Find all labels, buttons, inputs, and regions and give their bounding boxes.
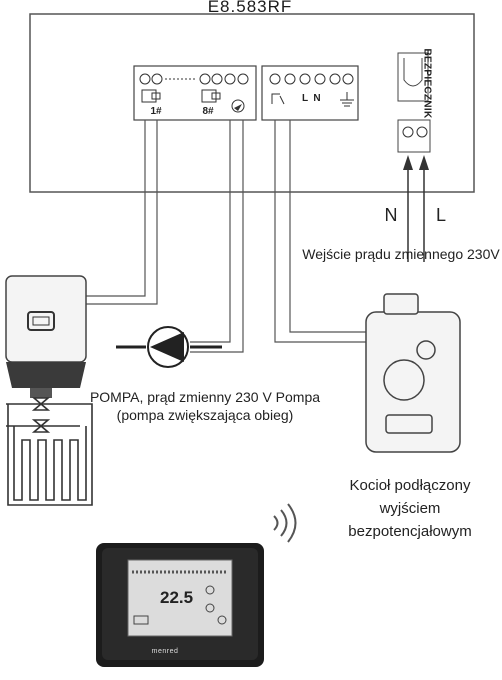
zone-terminal-block	[133, 65, 257, 121]
wireless-signal-icon	[273, 503, 297, 543]
boiler-icon	[365, 293, 461, 453]
zone-last-label: 8#	[202, 106, 214, 117]
relay-contact-icon	[271, 93, 285, 105]
floor-heating-loops	[6, 397, 93, 506]
pump-symbol-icon	[231, 99, 245, 113]
actuator-icon	[201, 89, 221, 103]
power-n-label: N	[384, 205, 398, 225]
ground-icon	[340, 92, 354, 107]
controller-title: E8.583RF	[207, 0, 293, 16]
ac-input-label: Wejście prądu zmiennego 230V	[302, 246, 500, 262]
zone-wires	[85, 120, 158, 305]
power-terminal-block	[261, 65, 359, 121]
power-input-wires	[403, 155, 429, 262]
thermostat-icon	[96, 543, 264, 667]
controller-box	[29, 13, 475, 193]
terminal-neutral-label: N	[313, 93, 321, 104]
fuse-icon	[397, 52, 431, 153]
pump-label: POMPA, prąd zmienny 230 V Pompa (pompa z…	[89, 389, 321, 423]
power-l-label: L	[435, 205, 446, 225]
boiler-label: Kocioł podłączony wyjściem bezpotencjało…	[348, 477, 472, 540]
actuator-icon	[141, 89, 161, 103]
pump-icon	[116, 326, 222, 368]
zone-first-label: 1#	[150, 106, 162, 117]
pump-wires	[190, 120, 244, 353]
thermostat-temperature: 22.5	[160, 588, 194, 607]
terminal-line-label: L	[301, 93, 309, 104]
actuator-device-icon	[5, 275, 87, 398]
thermostat-brand: menred	[151, 648, 179, 655]
boiler-wires	[274, 120, 366, 343]
fuse-label: BEZPIECZNIK	[421, 48, 433, 119]
